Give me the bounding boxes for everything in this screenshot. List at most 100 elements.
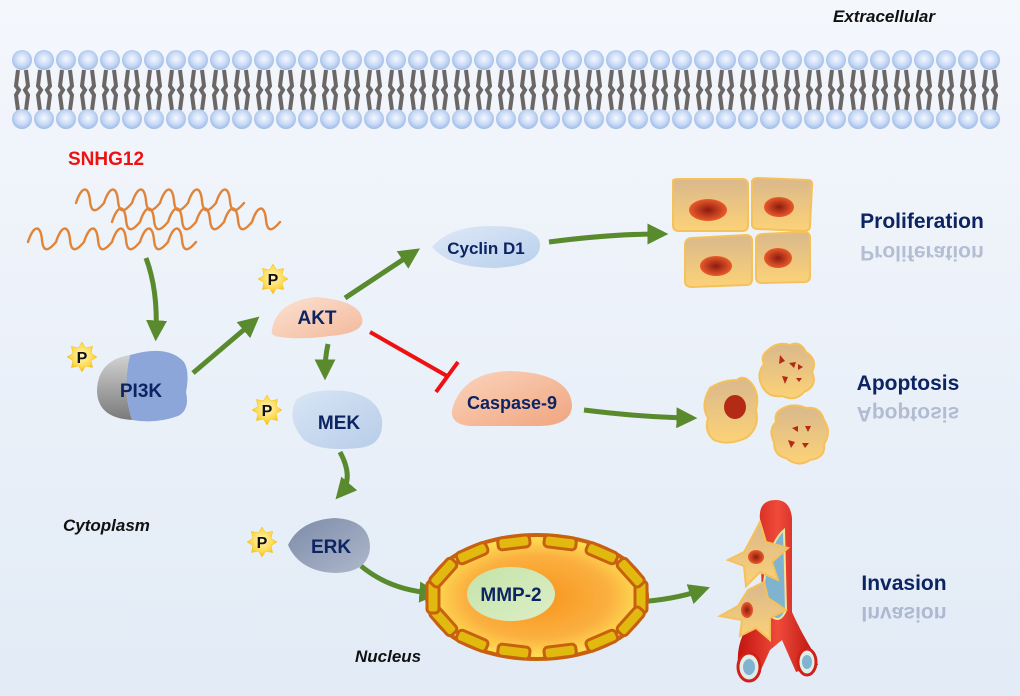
phospholipid bbox=[936, 50, 956, 129]
nuclear-pore bbox=[542, 642, 578, 661]
phospholipid bbox=[584, 50, 604, 129]
phospholipid bbox=[650, 50, 670, 129]
outcome-invasion: Invasion Invasion bbox=[861, 572, 946, 625]
proliferation-reflection: Proliferation bbox=[860, 241, 984, 264]
phospholipid bbox=[826, 50, 846, 129]
phospholipid bbox=[980, 50, 1000, 129]
arrow-mek-to-erk bbox=[335, 450, 358, 500]
phospholipid bbox=[34, 50, 54, 129]
rna-wave bbox=[74, 188, 246, 212]
phospholipid bbox=[782, 50, 802, 129]
phospho-badge-akt: P bbox=[257, 263, 289, 295]
outcome-proliferation: Proliferation Proliferation bbox=[860, 210, 984, 264]
cyclin-d1-label: Cyclin D1 bbox=[447, 239, 524, 258]
nuclear-pore bbox=[454, 628, 490, 653]
phospholipid bbox=[386, 50, 406, 129]
phospholipid bbox=[232, 50, 252, 129]
phospho-badge-erk: P bbox=[246, 526, 278, 558]
phospholipid bbox=[298, 50, 318, 129]
phospholipid bbox=[672, 50, 692, 129]
mmp-2-label: MMP-2 bbox=[480, 585, 541, 606]
cyclin-d1-protein: Cyclin D1 bbox=[432, 226, 540, 268]
phospho-badge-mek: P bbox=[251, 394, 283, 426]
mek-protein: MEK bbox=[292, 390, 383, 449]
snhg12-rna-strands bbox=[26, 188, 282, 251]
nucleus-label: Nucleus bbox=[355, 647, 421, 666]
phospholipid bbox=[78, 50, 98, 129]
pi3k-protein: PI3K bbox=[97, 350, 188, 422]
phospholipid bbox=[914, 50, 934, 129]
arrow-caspase-to-apoptosis bbox=[583, 407, 698, 429]
nuclear-pore bbox=[615, 605, 646, 638]
invasion-vessel-illustration bbox=[717, 500, 818, 683]
activation-arrows bbox=[143, 223, 710, 606]
phospholipid bbox=[100, 50, 120, 129]
arrow-erk-to-mmp2 bbox=[359, 564, 441, 603]
extracellular-label: Extracellular bbox=[833, 7, 936, 26]
akt-label: AKT bbox=[297, 308, 336, 329]
outcome-apoptosis: Apoptosis Apoptosis bbox=[857, 372, 960, 425]
phospholipid bbox=[144, 50, 164, 129]
svg-text:P: P bbox=[77, 350, 88, 367]
phospholipid bbox=[364, 50, 384, 129]
phospho-badges: P P P P bbox=[66, 263, 289, 558]
phospholipid bbox=[408, 50, 428, 129]
arrow-akt-to-mek bbox=[314, 343, 336, 381]
phospholipid bbox=[892, 50, 912, 129]
nuclear-pore bbox=[584, 541, 620, 566]
invasion-reflection: Invasion bbox=[861, 602, 946, 625]
phospholipid bbox=[738, 50, 758, 129]
phospholipid bbox=[716, 50, 736, 129]
akt-protein: AKT bbox=[271, 297, 363, 339]
erk-protein: ERK bbox=[288, 518, 370, 573]
arrow-akt-to-cyclin bbox=[343, 248, 421, 301]
nuclear-pore bbox=[584, 628, 620, 653]
phospholipid bbox=[56, 50, 76, 129]
phospholipid bbox=[760, 50, 780, 129]
arrow-snhg12-to-pi3k bbox=[143, 257, 168, 342]
phospholipid bbox=[496, 50, 516, 129]
apoptotic-cells bbox=[703, 342, 829, 465]
nuclear-pore bbox=[615, 556, 646, 589]
rna-wave bbox=[26, 227, 198, 251]
phospholipid bbox=[958, 50, 978, 129]
phospholipid bbox=[320, 50, 340, 129]
apoptosis-label: Apoptosis bbox=[857, 372, 960, 395]
phospholipid bbox=[540, 50, 560, 129]
svg-text:P: P bbox=[257, 535, 268, 552]
inhibition-akt-to-caspase9 bbox=[369, 330, 460, 394]
phospholipid bbox=[606, 50, 626, 129]
nuclear-pore bbox=[496, 642, 532, 661]
phospholipid bbox=[188, 50, 208, 129]
snhg12-label: SNHG12 bbox=[68, 149, 144, 170]
nuclear-pore bbox=[542, 533, 578, 552]
pi3k-label: PI3K bbox=[120, 381, 163, 402]
mek-label: MEK bbox=[318, 413, 361, 434]
phospholipid bbox=[518, 50, 538, 129]
phospholipid bbox=[276, 50, 296, 129]
svg-text:P: P bbox=[268, 272, 279, 289]
phospholipid bbox=[254, 50, 274, 129]
arrow-pi3k-to-akt bbox=[191, 316, 260, 375]
nuclear-pore bbox=[496, 533, 532, 552]
arrow-cyclin-to-proliferation bbox=[548, 223, 669, 245]
phospholipid bbox=[474, 50, 494, 129]
nuclear-pore bbox=[428, 556, 459, 589]
rna-wave bbox=[110, 207, 282, 231]
nucleus-organelle: MMP-2 bbox=[425, 533, 649, 661]
svg-text:P: P bbox=[262, 403, 273, 420]
cell-membrane bbox=[12, 50, 1000, 129]
invasion-label: Invasion bbox=[861, 572, 946, 595]
phospholipid bbox=[804, 50, 824, 129]
phospholipid bbox=[848, 50, 868, 129]
phospholipid bbox=[870, 50, 890, 129]
phospholipid bbox=[12, 50, 32, 129]
phospholipid bbox=[694, 50, 714, 129]
phospholipid bbox=[342, 50, 362, 129]
erk-label: ERK bbox=[311, 537, 351, 558]
phospholipid bbox=[166, 50, 186, 129]
phospho-badge-pi3k: P bbox=[66, 341, 98, 373]
phospholipid bbox=[122, 50, 142, 129]
